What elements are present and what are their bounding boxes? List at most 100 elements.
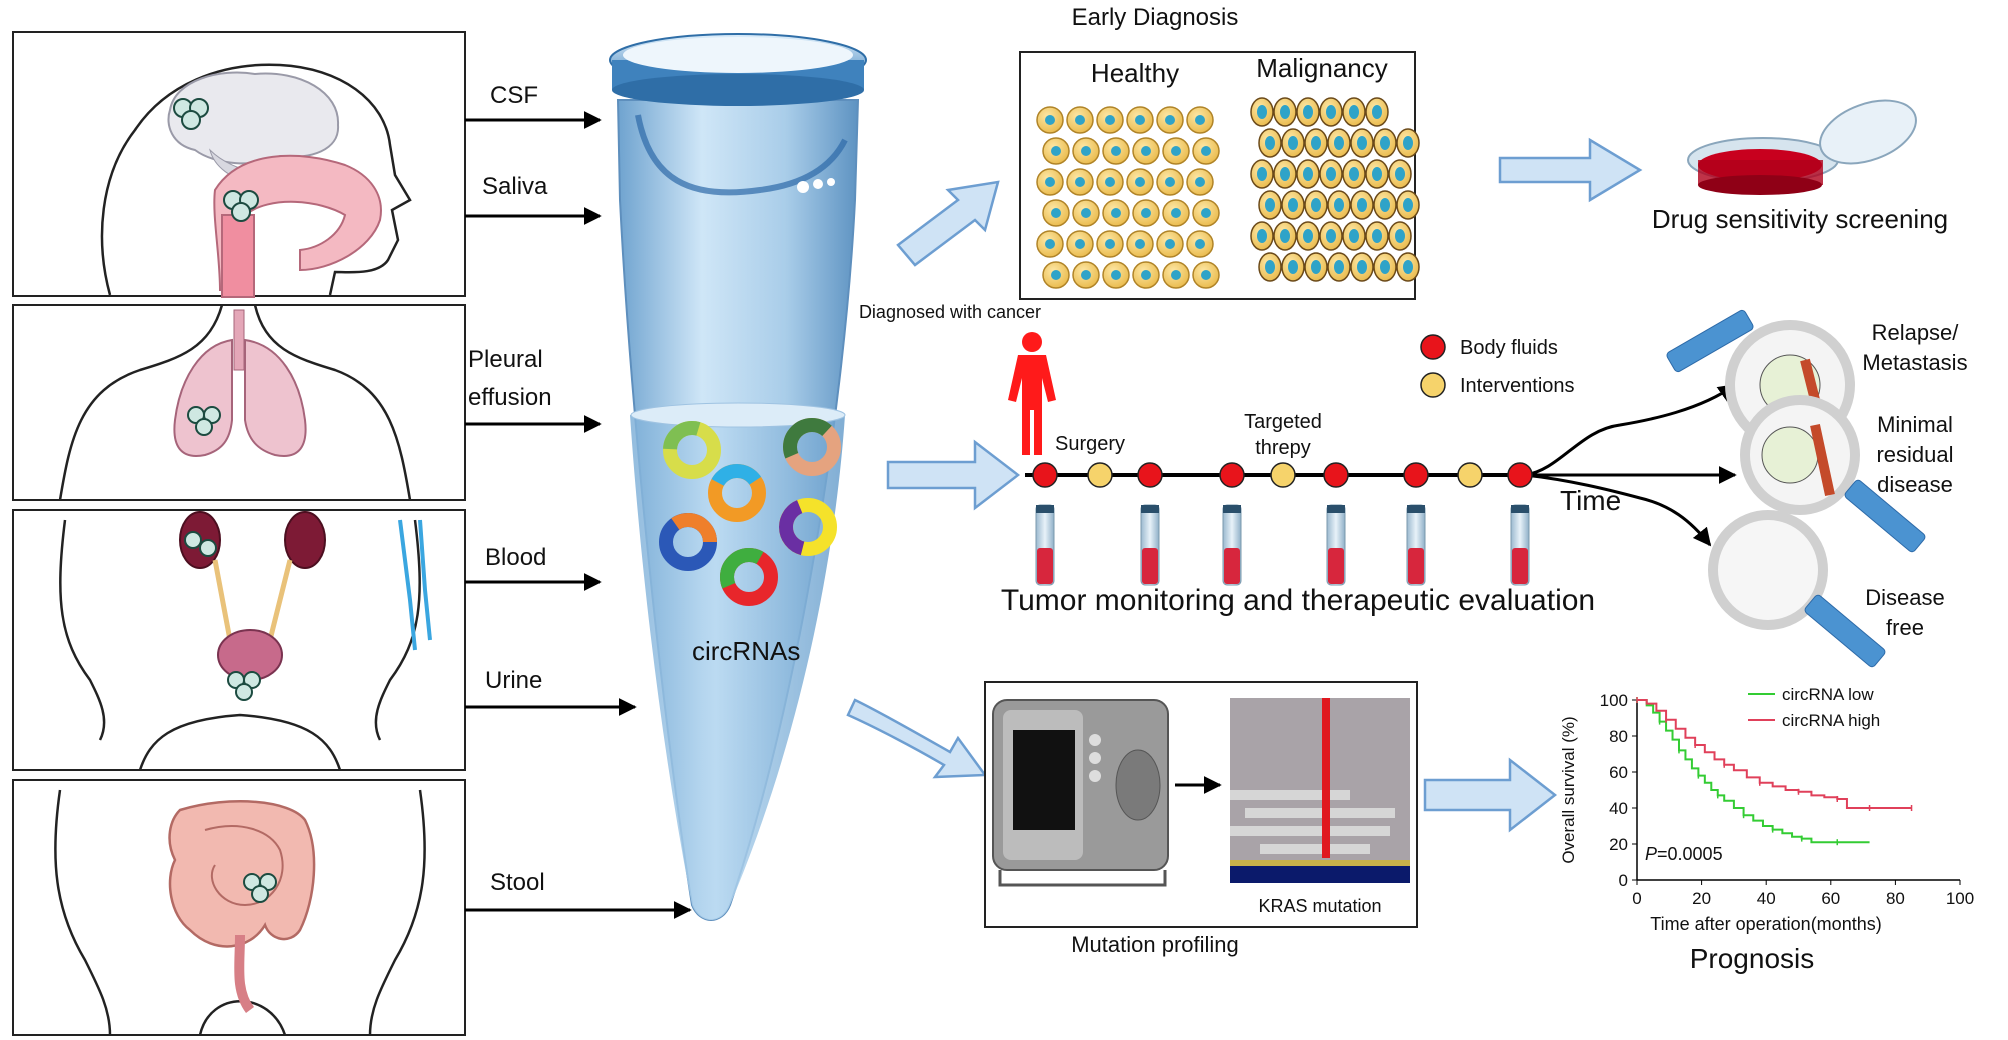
malignant-cell bbox=[1281, 128, 1305, 158]
tube-label: circRNAs bbox=[692, 636, 800, 666]
healthy-cell bbox=[1186, 230, 1214, 258]
healthy-cell bbox=[1102, 199, 1130, 227]
healthy-cell bbox=[1042, 261, 1070, 289]
kras-label: KRAS mutation bbox=[1258, 896, 1381, 916]
surgery-label: Surgery bbox=[1055, 433, 1125, 455]
y-tick-label: 60 bbox=[1609, 763, 1628, 782]
blood-vial-icon bbox=[1140, 504, 1160, 586]
relapse-label-2: Metastasis bbox=[1862, 350, 1967, 375]
body-fluid-dot bbox=[1323, 462, 1349, 488]
circrna-ring bbox=[783, 418, 841, 476]
malignant-cell bbox=[1373, 128, 1397, 158]
early-diagnosis-section: Early Diagnosis Healthy Malignancy Drug … bbox=[1019, 4, 1948, 300]
blood-vial-icon bbox=[1222, 504, 1242, 586]
x-tick-label: 80 bbox=[1886, 889, 1905, 908]
magnifier-free-icon bbox=[1708, 510, 1886, 668]
healthy-cell bbox=[1126, 230, 1154, 258]
healthy-cell bbox=[1156, 168, 1184, 196]
healthy-cell bbox=[1066, 230, 1094, 258]
malignant-cell bbox=[1396, 190, 1420, 220]
y-axis-label: Overall survival (%) bbox=[1559, 716, 1578, 863]
circrna-ring bbox=[779, 498, 837, 556]
healthy-label: Healthy bbox=[1091, 58, 1179, 88]
y-tick-label: 100 bbox=[1600, 691, 1628, 710]
healthy-cell bbox=[1186, 106, 1214, 134]
healthy-cell bbox=[1072, 261, 1100, 289]
malignant-cell bbox=[1296, 159, 1320, 189]
healthy-cell bbox=[1126, 168, 1154, 196]
flow-arrows bbox=[846, 137, 1643, 833]
malignant-cell bbox=[1273, 221, 1297, 251]
malignant-cell bbox=[1296, 97, 1320, 127]
source-label-pleural-1: Pleural bbox=[468, 346, 543, 373]
malignant-cell bbox=[1281, 252, 1305, 282]
free-label-1: Disease bbox=[1865, 585, 1944, 610]
healthy-cell bbox=[1096, 230, 1124, 258]
arrow-to-diagnosis bbox=[896, 180, 1000, 267]
blood-vial-icon bbox=[1406, 504, 1426, 586]
malignant-cell bbox=[1273, 97, 1297, 127]
healthy-cell bbox=[1042, 137, 1070, 165]
blood-vials bbox=[1035, 504, 1530, 586]
pvalue-label: P=0.0005 bbox=[1645, 844, 1723, 864]
arrow-to-drug bbox=[1498, 137, 1643, 203]
source-label-saliva: Saliva bbox=[482, 173, 548, 200]
source-label-blood: Blood bbox=[485, 544, 546, 571]
timeline-dots bbox=[1032, 462, 1533, 488]
malignant-cells bbox=[1250, 97, 1420, 282]
malignant-cell bbox=[1273, 159, 1297, 189]
time-label: Time bbox=[1560, 485, 1621, 516]
y-tick-label: 80 bbox=[1609, 727, 1628, 746]
patient-icon bbox=[1008, 332, 1056, 455]
healthy-cell bbox=[1192, 199, 1220, 227]
x-axis-label: Time after operation(months) bbox=[1650, 914, 1881, 934]
circrna-ring bbox=[663, 421, 721, 479]
healthy-cell bbox=[1132, 199, 1160, 227]
x-tick-label: 60 bbox=[1821, 889, 1840, 908]
y-tick-label: 20 bbox=[1609, 835, 1628, 854]
malignant-cell bbox=[1304, 190, 1328, 220]
x-tick-label: 100 bbox=[1946, 889, 1974, 908]
healthy-cells bbox=[1036, 106, 1220, 289]
malignant-cell bbox=[1258, 128, 1282, 158]
healthy-cell bbox=[1072, 137, 1100, 165]
malignant-cell bbox=[1388, 221, 1412, 251]
malignant-cell bbox=[1250, 159, 1274, 189]
mrd-label-2: residual bbox=[1876, 442, 1953, 467]
healthy-cell bbox=[1162, 199, 1190, 227]
body-fluid-dot bbox=[1137, 462, 1163, 488]
blood-vial-icon bbox=[1510, 504, 1530, 586]
malignant-cell bbox=[1319, 159, 1343, 189]
monitoring-section: Diagnosed with cancer Surgery Targeted t… bbox=[859, 302, 1968, 668]
pelvis-panel bbox=[12, 779, 466, 1036]
x-tick-label: 0 bbox=[1632, 889, 1641, 908]
healthy-cell bbox=[1192, 261, 1220, 289]
malignant-cell bbox=[1365, 159, 1389, 189]
malignant-cell bbox=[1281, 190, 1305, 220]
healthy-cell bbox=[1186, 168, 1214, 196]
healthy-cell bbox=[1156, 106, 1184, 134]
malignant-cell bbox=[1342, 97, 1366, 127]
intervention-dot bbox=[1087, 462, 1113, 488]
arrow-to-prognosis bbox=[1423, 757, 1558, 833]
sequencer-icon bbox=[992, 699, 1169, 887]
malignant-cell bbox=[1250, 221, 1274, 251]
body-fluid-dot bbox=[1403, 462, 1429, 488]
blood-vial-icon bbox=[1326, 504, 1346, 586]
alignment-view bbox=[1230, 698, 1410, 883]
healthy-cell bbox=[1036, 106, 1064, 134]
intestine-icon bbox=[168, 800, 316, 948]
survival-curves bbox=[1636, 697, 1913, 846]
malignant-cell bbox=[1250, 97, 1274, 127]
x-tick-label: 40 bbox=[1757, 889, 1776, 908]
early-diagnosis-title: Early Diagnosis bbox=[1072, 4, 1239, 31]
threpy-label: threpy bbox=[1255, 437, 1311, 459]
circrna-ring bbox=[659, 513, 717, 571]
malignant-cell bbox=[1258, 190, 1282, 220]
diagnosed-label: Diagnosed with cancer bbox=[859, 302, 1041, 322]
healthy-cell bbox=[1162, 137, 1190, 165]
healthy-cell bbox=[1192, 137, 1220, 165]
x-tick-label: 20 bbox=[1692, 889, 1711, 908]
magnifier-mrd-icon bbox=[1740, 395, 1926, 553]
